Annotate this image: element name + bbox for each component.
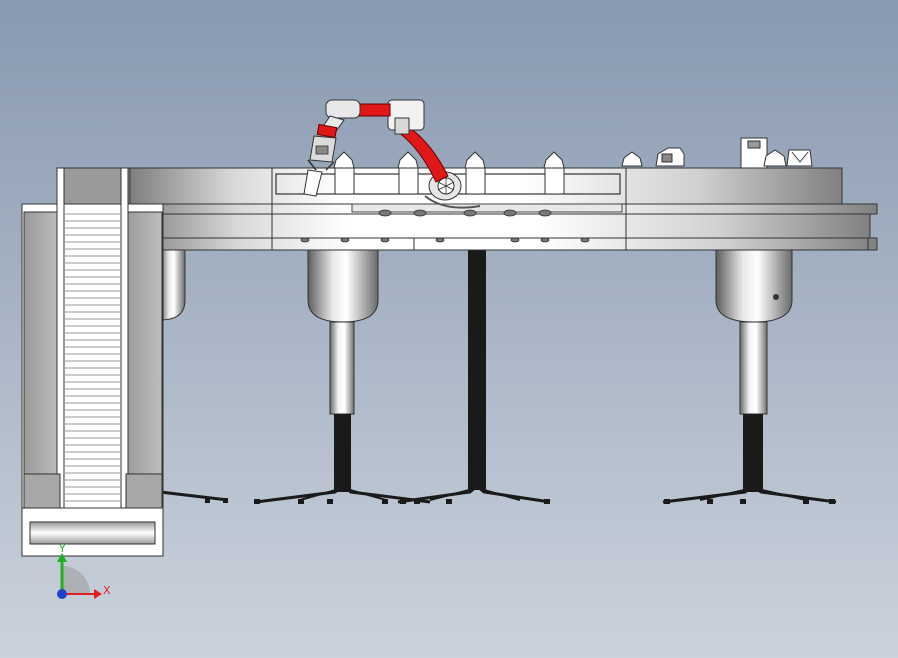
carton-8[interactable] <box>763 149 787 167</box>
carton-5[interactable] <box>621 151 643 167</box>
carton-7[interactable] <box>740 137 768 169</box>
pedestal-left <box>254 249 431 504</box>
incline-conveyor[interactable] <box>21 167 164 557</box>
pedestal-center <box>397 238 551 504</box>
axis-triad: X Y <box>57 542 111 599</box>
carton-6[interactable] <box>655 147 685 167</box>
carton-1[interactable] <box>333 151 355 195</box>
rotary-table[interactable] <box>124 167 878 251</box>
conveyor-belt <box>63 203 122 509</box>
carton-4[interactable] <box>543 151 565 195</box>
carton-2[interactable] <box>397 151 419 195</box>
x-axis-label: X <box>103 584 111 597</box>
carton-3[interactable] <box>464 151 486 195</box>
pedestal-right <box>662 249 837 504</box>
carton-row <box>333 137 813 195</box>
robot-arm[interactable] <box>303 99 481 209</box>
y-axis-label: Y <box>58 542 66 555</box>
carton-9[interactable] <box>786 149 813 167</box>
